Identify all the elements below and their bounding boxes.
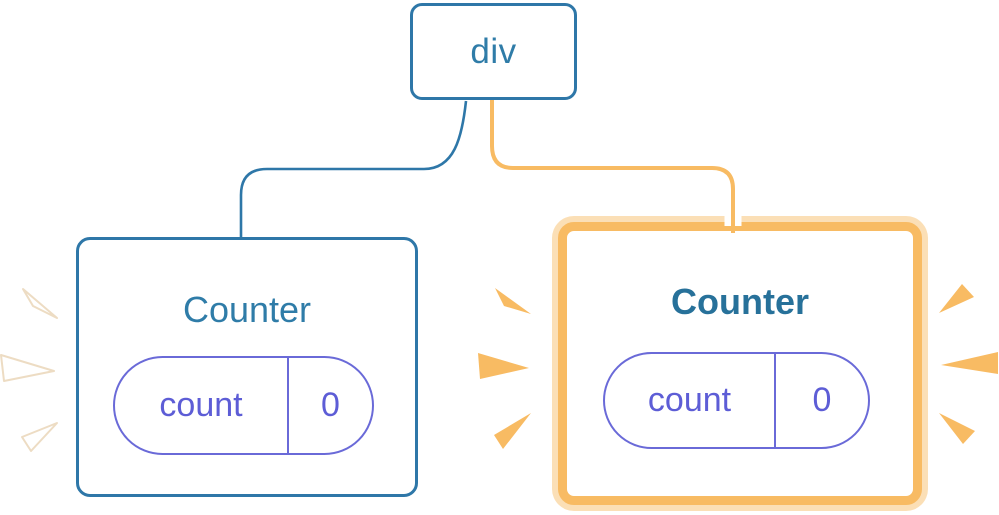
edge-highlight-casing bbox=[483, 98, 742, 226]
tree-node-div: div bbox=[410, 3, 577, 100]
render-burst-icon bbox=[939, 284, 974, 313]
root-node-label: div bbox=[470, 31, 517, 71]
inactive-render-bursts bbox=[0, 288, 58, 452]
render-burst-icon bbox=[21, 422, 58, 452]
state-value-label: 0 bbox=[321, 386, 340, 424]
render-burst-icon bbox=[941, 352, 998, 374]
state-key-label: count bbox=[115, 358, 289, 453]
state-key-label: count bbox=[605, 354, 776, 447]
tree-node-counter-right: Counter count 0 bbox=[558, 222, 922, 505]
render-burst-icon bbox=[22, 288, 58, 319]
render-burst-icon bbox=[939, 413, 975, 444]
state-pill: count 0 bbox=[603, 352, 870, 449]
render-burst-icon bbox=[495, 288, 531, 314]
counter-title: Counter bbox=[182, 289, 312, 330]
edge-div-to-right-counter bbox=[490, 98, 735, 233]
counter-title: Counter bbox=[671, 281, 809, 322]
state-value-label: 0 bbox=[812, 381, 832, 419]
render-burst-icon bbox=[478, 353, 529, 379]
render-burst-icon bbox=[0, 354, 55, 382]
tree-node-counter-left: Counter count 0 bbox=[76, 237, 418, 497]
edge-div-to-left-counter bbox=[239, 100, 468, 240]
render-burst-icon bbox=[494, 413, 531, 449]
state-pill: count 0 bbox=[113, 356, 374, 455]
